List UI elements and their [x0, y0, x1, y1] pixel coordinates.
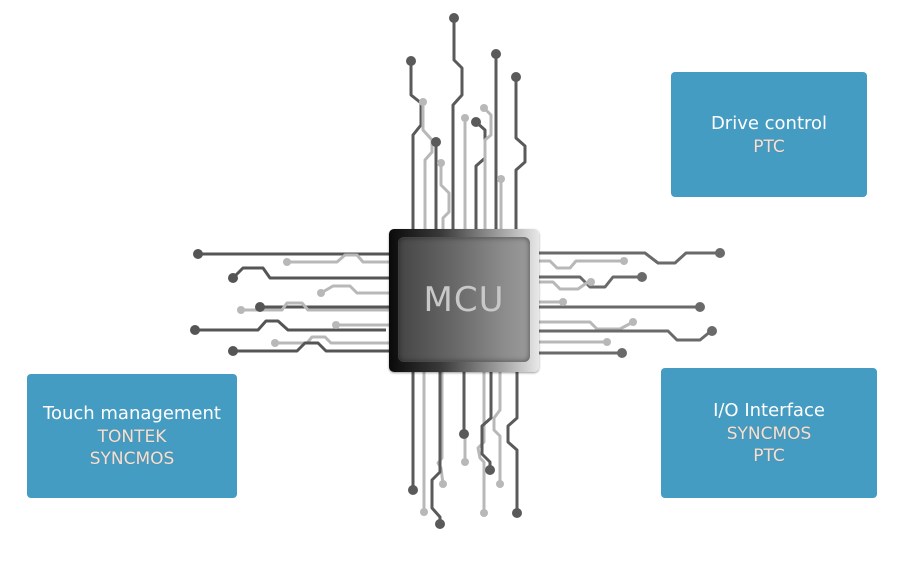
terminal: [431, 137, 441, 147]
touch-management-box: Touch management TONTEK SYNCMOS: [27, 374, 237, 498]
bottom-traces: [411, 368, 519, 523]
trace: [409, 62, 423, 232]
terminal: [332, 321, 340, 329]
terminal: [617, 348, 627, 358]
terminal: [497, 175, 505, 183]
terminal: [228, 273, 238, 283]
trace: [482, 106, 493, 232]
top-traces: [409, 18, 527, 232]
terminal: [237, 306, 245, 314]
trace: [536, 329, 713, 342]
trace: [451, 18, 464, 232]
trace: [275, 335, 392, 345]
terminal: [420, 508, 428, 516]
terminal: [620, 257, 628, 265]
terminal: [603, 338, 611, 346]
trace: [241, 301, 392, 312]
terminal: [408, 485, 418, 495]
trace: [514, 77, 527, 232]
vendor-label: PTC: [753, 446, 785, 466]
trace: [439, 163, 451, 232]
terminal: [439, 480, 447, 488]
terminal: [271, 339, 279, 347]
terminal: [629, 318, 637, 326]
terminal: [471, 117, 481, 127]
terminal: [587, 278, 595, 286]
trace: [436, 368, 445, 485]
terminal: [437, 159, 445, 167]
trace: [536, 259, 624, 270]
io-interface-box: I/O Interface SYNCMOS PTC: [661, 368, 877, 498]
left-traces: [195, 252, 392, 353]
trace: [421, 102, 434, 232]
trace: [231, 266, 392, 280]
trace: [476, 368, 486, 512]
terminal: [485, 465, 495, 475]
trace: [480, 368, 493, 469]
trace: [536, 280, 589, 291]
terminal: [461, 114, 469, 122]
trace: [536, 320, 634, 331]
touch-management-title: Touch management: [43, 403, 221, 424]
terminal: [707, 326, 717, 336]
trace: [195, 319, 386, 332]
io-interface-title: I/O Interface: [713, 400, 825, 421]
terminal: [228, 346, 238, 356]
vendor-label: SYNCMOS: [726, 424, 812, 444]
trace: [233, 341, 392, 353]
trace: [492, 368, 502, 484]
terminal: [317, 289, 325, 297]
trace-terminals: [190, 13, 725, 529]
terminal: [459, 429, 469, 439]
trace: [536, 251, 720, 265]
drive-control-box: Drive control PTC: [671, 72, 867, 197]
terminal: [449, 13, 459, 23]
terminal: [559, 298, 567, 306]
terminal: [715, 248, 725, 258]
terminal: [512, 508, 522, 518]
terminal: [480, 104, 488, 112]
vendor-label: SYNCMOS: [89, 449, 175, 469]
terminal: [491, 49, 501, 59]
trace: [320, 284, 392, 295]
terminal: [496, 480, 504, 488]
terminal: [637, 272, 647, 282]
trace: [506, 368, 519, 512]
vendor-label: TONTEK: [97, 427, 167, 447]
trace: [287, 253, 392, 264]
terminal: [283, 258, 291, 266]
trace: [536, 275, 642, 289]
terminal: [255, 302, 265, 312]
terminal: [435, 519, 445, 529]
terminal: [193, 249, 203, 259]
terminal: [419, 98, 427, 106]
mcu-chip: MCU: [389, 229, 539, 372]
terminal: [406, 56, 416, 66]
terminal: [461, 458, 469, 466]
terminal: [190, 325, 200, 335]
terminal: [511, 72, 521, 82]
terminal: [480, 509, 488, 517]
mcu-label: MCU: [423, 279, 505, 320]
mcu-chip-face: MCU: [398, 237, 530, 362]
vendor-label: PTC: [753, 136, 785, 157]
terminal: [695, 302, 705, 312]
trace: [430, 368, 442, 523]
drive-control-title: Drive control: [710, 112, 828, 134]
